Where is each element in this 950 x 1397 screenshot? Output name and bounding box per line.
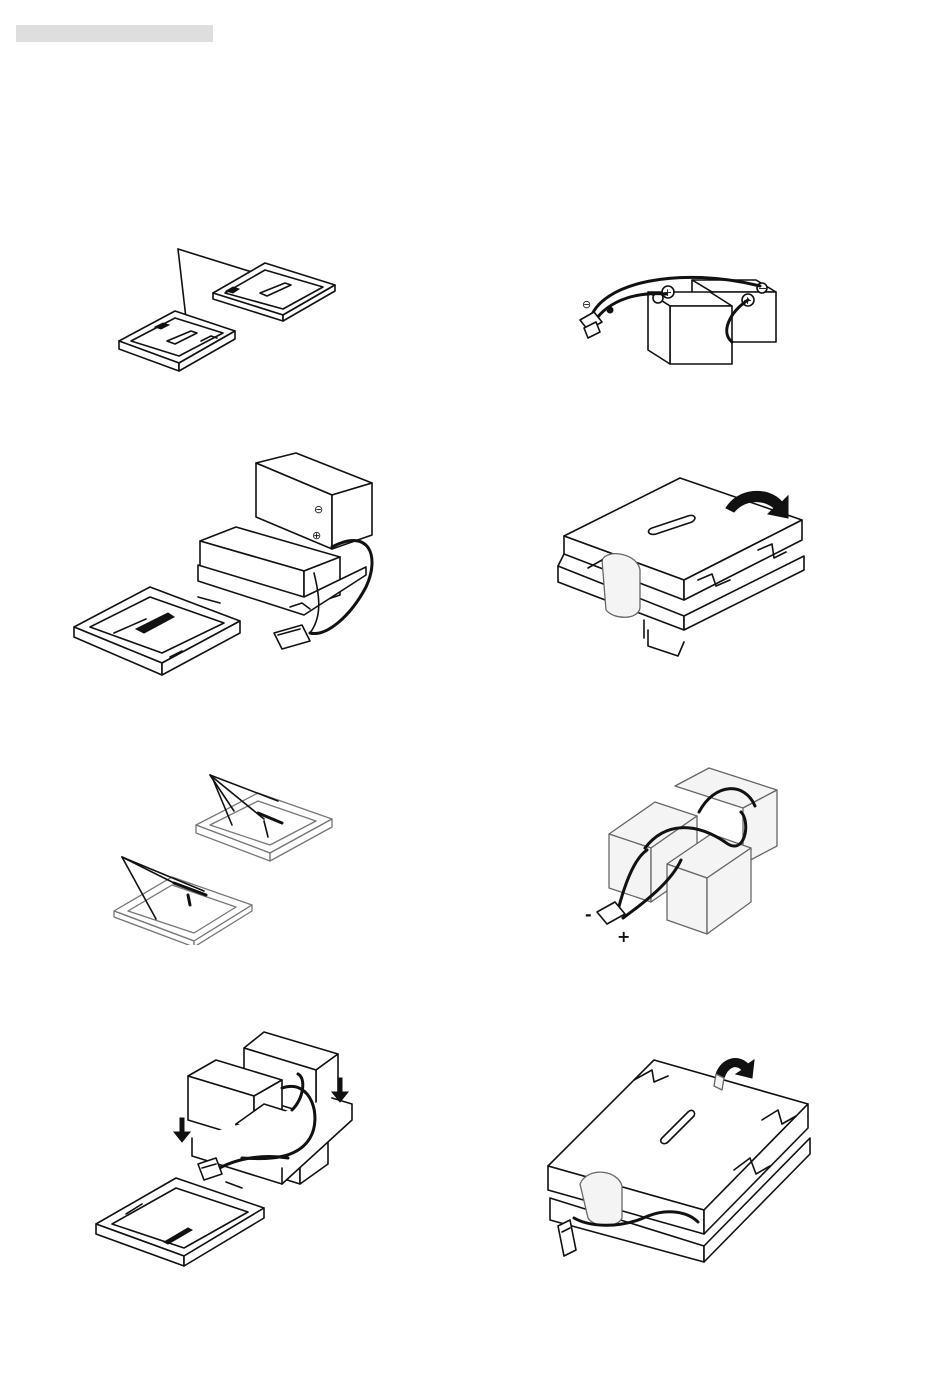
minus-symbol: - <box>585 905 592 924</box>
battery-pack-flip-icon <box>548 470 818 660</box>
svg-text:⊖: ⊖ <box>314 503 323 516</box>
battery-quad-assembly-icon <box>92 1028 362 1288</box>
battery-quad-pack-flip-icon <box>538 1050 828 1280</box>
minus-symbol: − <box>758 282 767 295</box>
svg-text:⊖: ⊖ <box>582 298 591 311</box>
battery-tray-labels-icon <box>108 765 338 945</box>
battery-stack-assembly-icon: ⊖ ⊕ <box>70 447 390 687</box>
svg-text:⊕: ⊕ <box>312 529 321 542</box>
header-bar <box>16 25 213 42</box>
plus-symbol: + <box>617 927 630 946</box>
battery-pair-wiring-icon: − + + ⊖ <box>570 262 790 372</box>
battery-quad-wiring-icon: - + <box>575 762 785 952</box>
battery-tray-pair-icon <box>105 243 345 383</box>
